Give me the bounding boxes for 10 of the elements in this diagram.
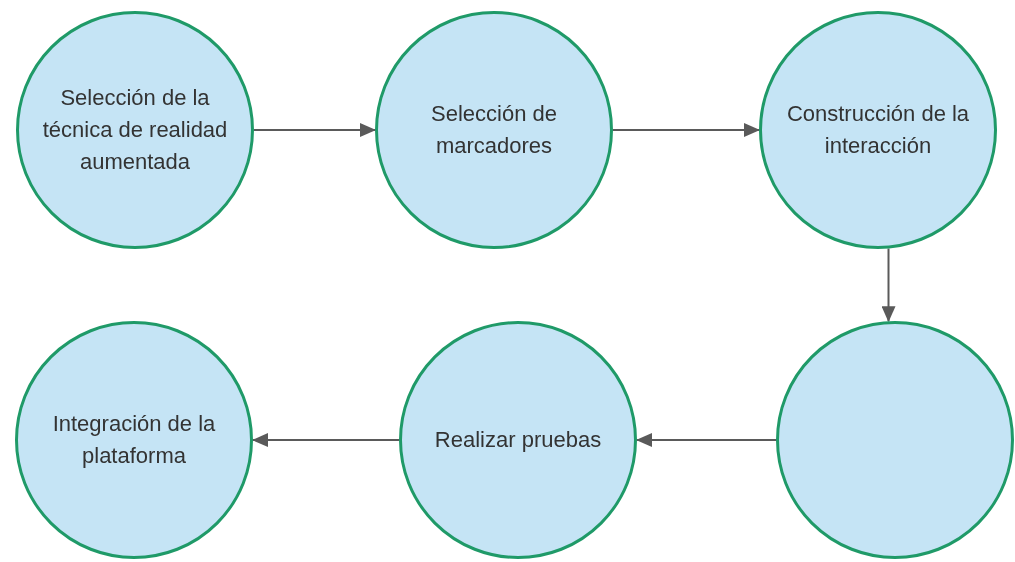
arrow [253, 123, 376, 137]
node-label: Selección de marcadores [430, 100, 558, 160]
arrow [636, 433, 777, 447]
node-label: Construcción de la interacción [785, 100, 971, 160]
node-label: Selección de la técnica de realidad aumentada [41, 84, 229, 176]
arrow [881, 247, 896, 323]
node-label: Integración de la plataforma [51, 410, 217, 470]
node-label: Realizar pruebas [433, 426, 603, 454]
arrow [612, 123, 760, 137]
arrow [252, 433, 400, 447]
